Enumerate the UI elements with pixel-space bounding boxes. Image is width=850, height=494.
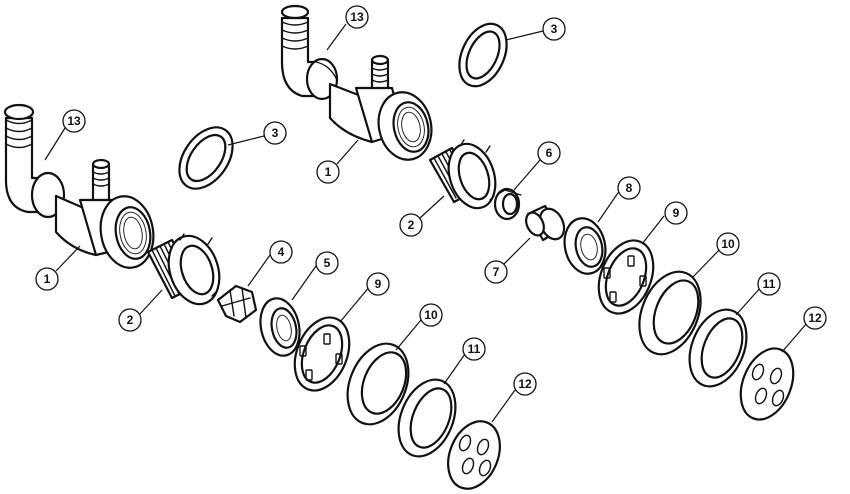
threaded-wall-fitting-upper [428, 139, 497, 210]
callout-2-lower: 2 [118, 308, 142, 332]
callout-9-lower: 9 [366, 272, 390, 296]
callout-3-lower: 3 [263, 121, 287, 145]
callout-label: 10 [424, 308, 438, 322]
clip-4 [216, 284, 258, 324]
elbow-fitting-upper [280, 4, 339, 101]
callout-1-upper: 1 [316, 160, 340, 184]
escutcheon-lower [346, 342, 410, 426]
collar-6 [493, 187, 522, 221]
callout-label: 12 [518, 377, 532, 391]
callout-label: 9 [673, 206, 680, 220]
callout-13-upper: 13 [345, 5, 369, 29]
callout-12-upper: 12 [803, 306, 827, 330]
callout-6: 6 [537, 141, 561, 165]
callout-label: 3 [272, 126, 279, 140]
callout-label: 8 [626, 181, 633, 195]
callout-9-upper: 9 [664, 201, 688, 225]
callout-label: 2 [408, 218, 415, 232]
callout-label: 11 [468, 342, 481, 356]
notched-ring-lower [293, 316, 351, 392]
gasket-ring-lower [178, 126, 234, 190]
callout-3-upper: 3 [542, 17, 566, 41]
callout-label: 3 [551, 22, 558, 36]
callout-1-lower: 1 [35, 267, 59, 291]
callout-label: 6 [546, 146, 553, 160]
callout-label: 11 [763, 277, 776, 291]
notched-ring-upper [597, 239, 655, 315]
callout-11-upper: 11 [757, 272, 781, 296]
callout-label: 13 [350, 10, 364, 24]
cap-lower [447, 420, 501, 490]
callout-label: 9 [375, 277, 382, 291]
callout-label: 13 [67, 114, 81, 128]
callout-7: 7 [484, 260, 508, 284]
escutcheon-upper [638, 270, 702, 356]
callout-label: 7 [493, 265, 500, 279]
callout-label: 12 [808, 311, 822, 325]
callout-13-lower: 13 [62, 109, 86, 133]
cap-upper [739, 347, 795, 421]
leader-lines [44, 23, 808, 423]
callout-12-lower: 12 [513, 372, 537, 396]
callout-label: 4 [278, 245, 285, 259]
tee-body-upper [328, 54, 433, 161]
bushing-8 [563, 217, 607, 275]
callout-2-upper: 2 [399, 213, 423, 237]
callout-label: 5 [324, 256, 331, 270]
bushing-5 [259, 297, 301, 357]
callout-label: 1 [325, 165, 332, 179]
gasket-ring-upper [458, 22, 508, 88]
callout-label: 2 [127, 313, 134, 327]
callout-11-lower: 11 [462, 337, 486, 361]
callout-10-upper: 10 [716, 232, 740, 256]
callout-10-lower: 10 [419, 303, 443, 327]
threaded-wall-fitting-lower [146, 233, 221, 306]
tee-body-lower [54, 158, 155, 269]
callout-4: 4 [269, 240, 293, 264]
callout-5: 5 [315, 251, 339, 275]
ring-upper [688, 308, 748, 388]
callout-label: 10 [721, 237, 735, 251]
callout-8: 8 [617, 176, 641, 200]
ring-lower [397, 378, 457, 458]
nozzle-7 [525, 204, 566, 242]
callout-label: 1 [44, 272, 51, 286]
